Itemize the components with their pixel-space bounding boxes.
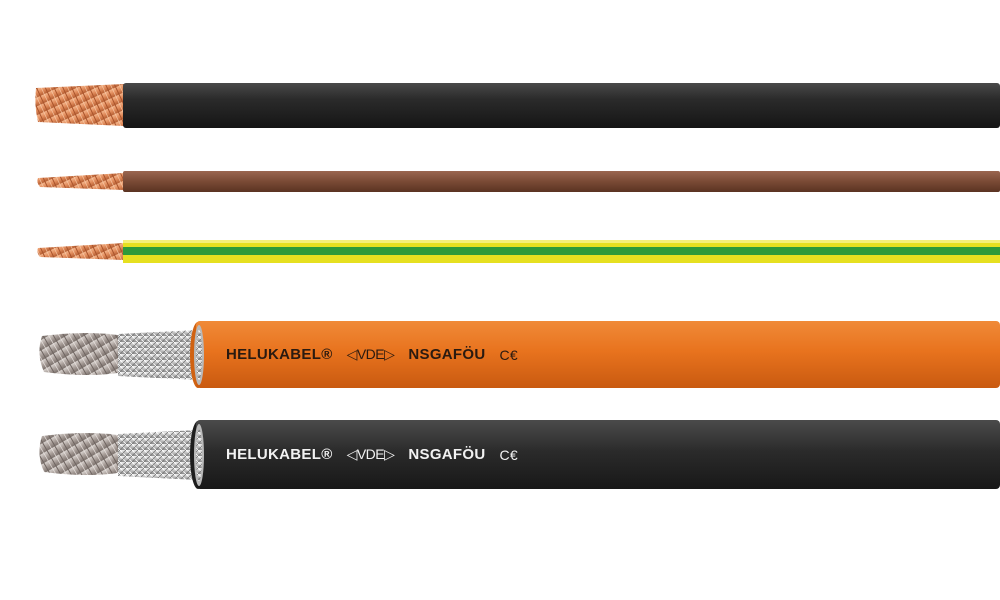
ce-mark: C€ (499, 346, 518, 363)
orange-cable-printing: HELUKABEL® ◁VDE▷ NSGAFÖU C€ (226, 346, 518, 363)
black-jacket-shielded (196, 420, 1000, 489)
brown-single-core (37, 171, 1000, 192)
model-text: NSGAFÖU (408, 446, 486, 463)
black-cable-printing: HELUKABEL® ◁VDE▷ NSGAFÖU C€ (226, 446, 518, 463)
copper-strands-3 (37, 243, 125, 260)
green-yellow-single-core (37, 240, 1000, 263)
copper-strands-2 (37, 173, 125, 190)
black-shielded-cable (39, 420, 1000, 489)
black-jacket (123, 83, 1000, 128)
orange-shielded-cable (39, 321, 1000, 388)
ce-mark: C€ (499, 446, 518, 463)
brand-text: HELUKABEL® (226, 446, 333, 463)
black-single-core (35, 83, 1000, 128)
vde-mark: ◁VDE▷ (346, 346, 395, 362)
orange-jacket (196, 321, 1000, 388)
tinned-conductor-5 (39, 433, 124, 475)
tinned-conductor-4 (39, 333, 124, 375)
vde-mark: ◁VDE▷ (346, 446, 395, 462)
brand-text: HELUKABEL® (226, 346, 333, 363)
braid-shield-4 (118, 330, 198, 380)
copper-strands-1 (35, 84, 125, 126)
model-text: NSGAFÖU (408, 346, 486, 363)
braid-shield-5 (118, 430, 198, 480)
green-stripe (123, 247, 1000, 255)
brown-jacket (123, 171, 1000, 192)
